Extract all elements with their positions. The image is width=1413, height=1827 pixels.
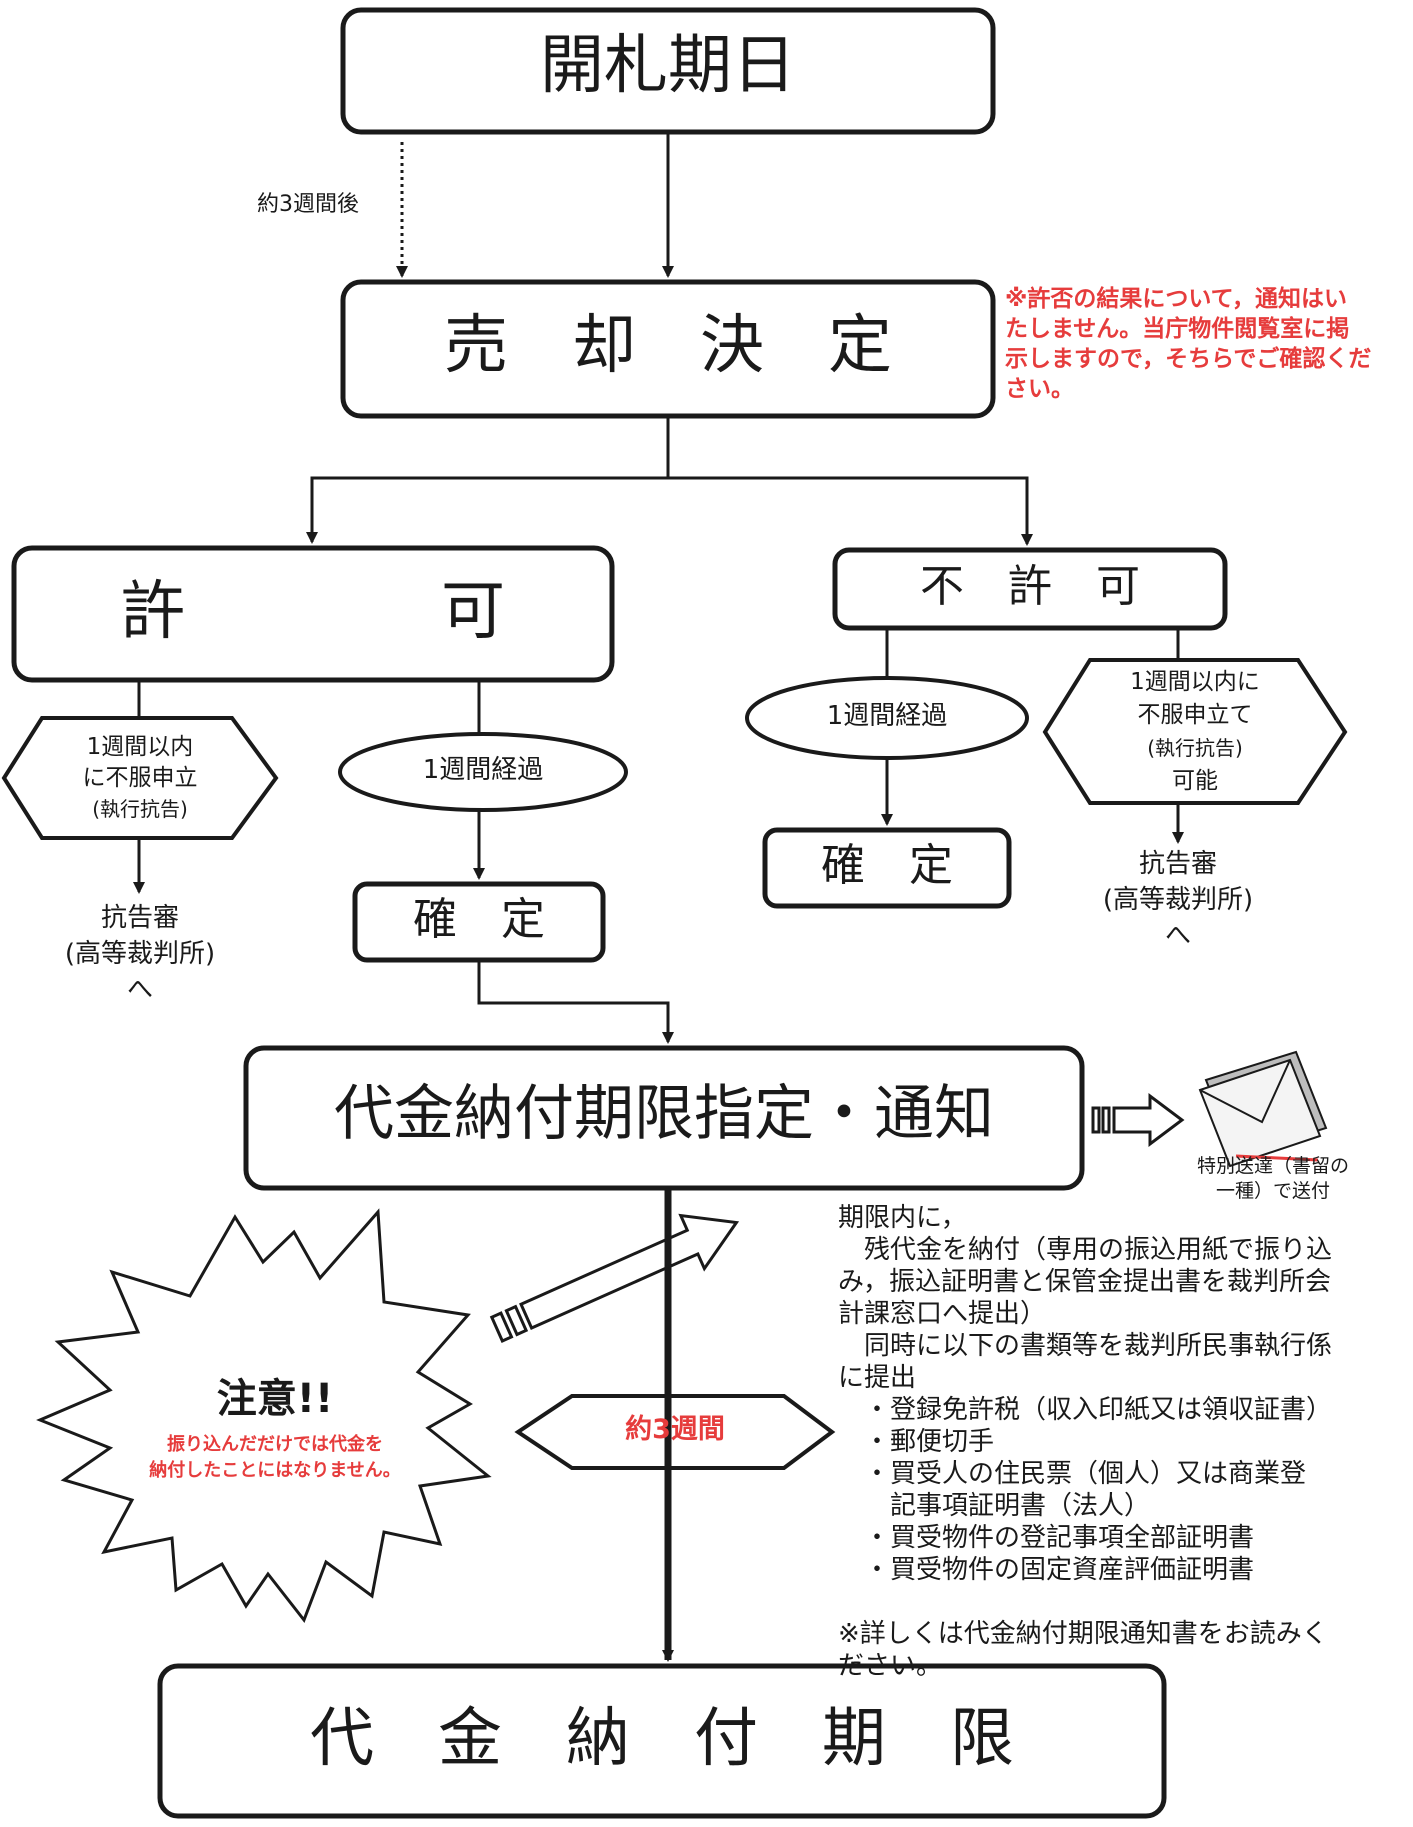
approx3weeks-label: 約3週間 (625, 1414, 725, 1445)
week-left-label: 1週間経過 (422, 755, 544, 785)
instructions-line-6: に提出 (838, 1363, 917, 1393)
instructions-line-9: ・買受人の住民票（個人）又は商業登 (838, 1459, 1307, 1489)
payment-notice-label: 代金納付期限指定・通知 (334, 1079, 994, 1149)
caution-title: 注意!! (216, 1376, 334, 1422)
instructions-line-12: ・買受物件の固定資産評価証明書 (838, 1555, 1255, 1585)
diagonal-arrow-icon (489, 1213, 740, 1343)
instructions-line-8: ・郵便切手 (838, 1427, 995, 1457)
appeal-right-line-3: (執行抗告) (1147, 736, 1243, 760)
appeal-left-label: 1週間以内 に不服申立 (執行抗告) (40, 732, 240, 825)
result-note-line-1: ※許否の結果について，通知はい (1005, 286, 1348, 312)
week-right-label: 1週間経過 (826, 701, 948, 731)
confirm-right-box (762, 827, 1012, 909)
instructions-line-4: 計課窓口へ提出） (838, 1299, 1047, 1329)
connector-to-permit (306, 476, 668, 544)
confirm-right-label: 確 定 (821, 840, 953, 891)
approx3weeks-hexagon (514, 1394, 836, 1470)
appeal-right-line-4: 可能 (1172, 768, 1218, 794)
approx3weeks-after-label: 約3週間後 (257, 192, 359, 217)
appeal-left-line-2: に不服申立 (82, 765, 198, 791)
instructions-line-5: 同時に以下の書類等を裁判所民事執行係 (838, 1331, 1333, 1361)
instructions-line-13 (838, 1586, 1332, 1618)
result-note-line-2: たしません。当庁物件閲覧室に掲 (1005, 316, 1350, 342)
connector-to-non-permit (668, 476, 1033, 546)
instructions-line-3: み，振込証明書と保管金提出書を裁判所会 (838, 1267, 1331, 1297)
instructions-line-1: 期限内に， (838, 1203, 967, 1233)
non-permit-box (832, 547, 1228, 631)
mail-caption: 特別送達（書留の 一種）で送付 (1168, 1154, 1378, 1204)
appeal-right-hexagon (1042, 658, 1348, 805)
payment-deadline-label: 代 金 納 付 期 限 (310, 1702, 1014, 1776)
appeal-right-label: 1週間以内に 不服申立て (執行抗告) 可能 (1080, 666, 1310, 798)
caution-text-line-1: 振り込んだだけでは代金を (167, 1434, 383, 1455)
permit-label: 許 可 (121, 575, 505, 649)
instructions-line-15: ださい。 (838, 1651, 943, 1681)
to-court-right-line-3: へ (1164, 921, 1191, 951)
connector-confirm-to-notice (477, 960, 674, 1044)
caution-text: 振り込んだだけでは代金を 納付したことにはなりません。 (120, 1432, 430, 1484)
to-court-right-line-2: (高等裁判所) (1102, 885, 1254, 915)
payment-deadline-box (157, 1663, 1167, 1819)
permit-box (11, 545, 615, 683)
mail-caption-line-2: 一種）で送付 (1215, 1180, 1330, 1202)
open-date-label: 開札期日 (540, 29, 796, 103)
mail-caption-line-1: 特別送達（書留の (1196, 1155, 1349, 1177)
payment-notice-box (243, 1045, 1085, 1191)
to-court-left: 抗告審 (高等裁判所) へ (10, 900, 270, 1008)
starburst-shape (36, 1208, 492, 1624)
to-court-right: 抗告審 (高等裁判所) へ (1058, 846, 1298, 954)
result-note-line-4: さい。 (1005, 376, 1074, 402)
instructions-line-14: ※詳しくは代金納付期限通知書をお読みく (838, 1619, 1328, 1649)
to-court-left-line-2: (高等裁判所) (64, 939, 216, 969)
appeal-left-hexagon (1, 716, 279, 840)
to-court-right-line-1: 抗告審 (1138, 849, 1217, 879)
instructions-line-7: ・登録免許税（収入印紙又は領収証書） (838, 1395, 1333, 1425)
appeal-left-line-1: 1週間以内 (86, 734, 194, 760)
envelope-icon (1198, 1050, 1328, 1168)
week-left-ellipse (338, 732, 628, 812)
appeal-right-line-2: 不服申立て (1137, 702, 1253, 728)
instructions-line-10: 記事項証明書（法人） (838, 1491, 1151, 1521)
caution-text-line-2: 納付したことにはなりません。 (149, 1460, 401, 1481)
instructions: 期限内に， 残代金を納付（専用の振込用紙で振り込 み，振込証明書と保管金提出書を… (838, 1202, 1332, 1682)
appeal-right-line-1: 1週間以内に (1130, 669, 1260, 695)
to-court-left-line-1: 抗告審 (100, 903, 179, 933)
confirm-left-label: 確 定 (413, 894, 545, 945)
result-note-line-3: 示しますので，そちらでご確認くだ (1005, 346, 1372, 372)
sale-decision-label: 売 却 決 定 (444, 309, 892, 383)
result-note: ※許否の結果について，通知はい たしません。当庁物件閲覧室に掲 示しますので，そ… (1005, 284, 1371, 404)
appeal-left-line-3: (執行抗告) (92, 797, 188, 821)
non-permit-label: 不 許 可 (920, 561, 1140, 612)
instructions-line-2: 残代金を納付（専用の振込用紙で振り込 (838, 1235, 1333, 1265)
hollow-arrow-icon (1091, 1093, 1185, 1147)
to-court-left-line-3: へ (126, 975, 153, 1005)
instructions-line-11: ・買受物件の登記事項全部証明書 (838, 1523, 1255, 1553)
